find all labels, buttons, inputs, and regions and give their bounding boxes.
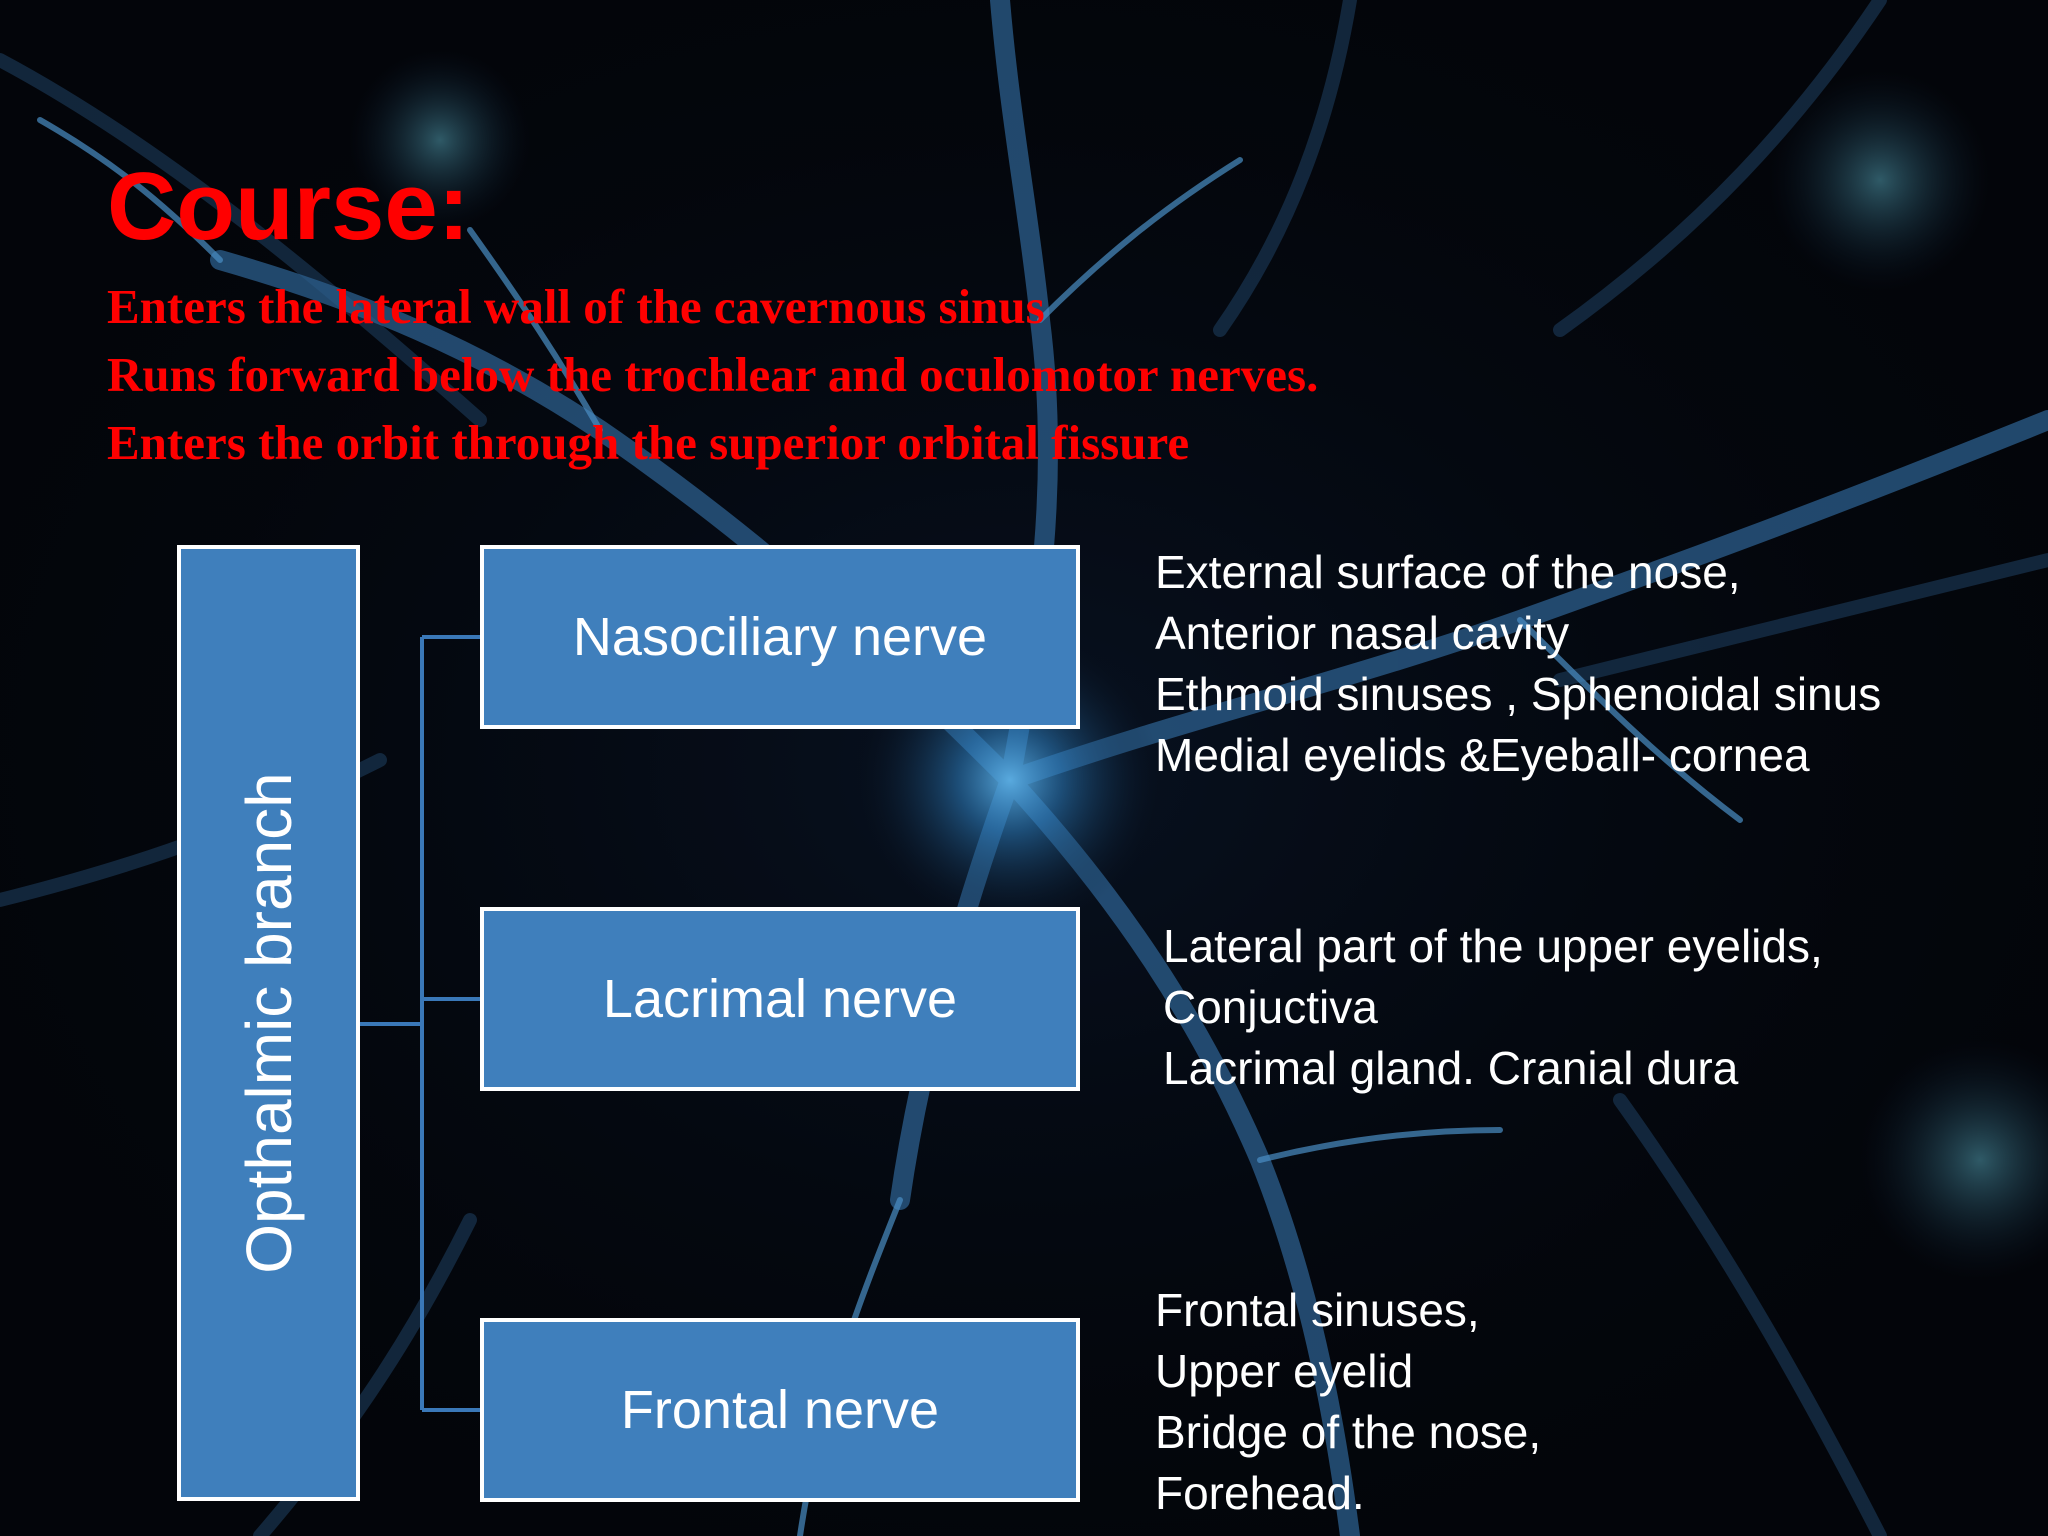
lacrimal-supply-item: Conjuctiva (1163, 981, 1378, 1033)
nasociliary-supply-item: External surface of the nose, (1155, 546, 1741, 598)
lacrimal-supply-item: Lacrimal gland. Cranial dura (1163, 1042, 1739, 1094)
lacrimal-nerve-label: Lacrimal nerve (602, 969, 958, 1029)
course-line-2: Runs forward below the trochlear and ocu… (107, 347, 1319, 402)
nasociliary-supply-item: Anterior nasal cavity (1155, 607, 1570, 659)
nasociliary-supply-item: Medial eyelids &Eyeball- cornea (1155, 729, 1810, 781)
lacrimal-supply-item: Lateral part of the upper eyelids, (1163, 920, 1823, 972)
frontal-nerve-label: Frontal nerve (620, 1380, 940, 1440)
ophthalmic-branch-label: Opthalmic branch (232, 772, 305, 1274)
nasociliary-supply-item: Ethmoid sinuses , Sphenoidal sinus (1155, 668, 1882, 720)
nasociliary-nerve-label: Nasociliary nerve (572, 607, 988, 667)
slide-title: Course: (107, 153, 470, 260)
course-description: Enters the lateral wall of the cavernous… (107, 273, 1318, 477)
lacrimal-supply-list: Lateral part of the upper eyelids, Conju… (1163, 916, 1823, 1099)
lacrimal-nerve-box: Lacrimal nerve (480, 907, 1080, 1091)
frontal-supply-item: Upper eyelid (1155, 1345, 1414, 1397)
nasociliary-nerve-box: Nasociliary nerve (480, 545, 1080, 729)
frontal-supply-item: Forehead. (1155, 1467, 1365, 1519)
frontal-supply-item: Bridge of the nose, (1155, 1406, 1542, 1458)
ophthalmic-branch-box: Opthalmic branch (177, 545, 360, 1501)
frontal-supply-list: Frontal sinuses, Upper eyelid Bridge of … (1155, 1280, 1541, 1524)
frontal-nerve-box: Frontal nerve (480, 1318, 1080, 1502)
frontal-supply-item: Frontal sinuses, (1155, 1284, 1480, 1336)
course-line-3: Enters the orbit through the superior or… (107, 415, 1190, 470)
course-line-1: Enters the lateral wall of the cavernous… (107, 279, 1045, 334)
nasociliary-supply-list: External surface of the nose, Anterior n… (1155, 542, 1881, 786)
